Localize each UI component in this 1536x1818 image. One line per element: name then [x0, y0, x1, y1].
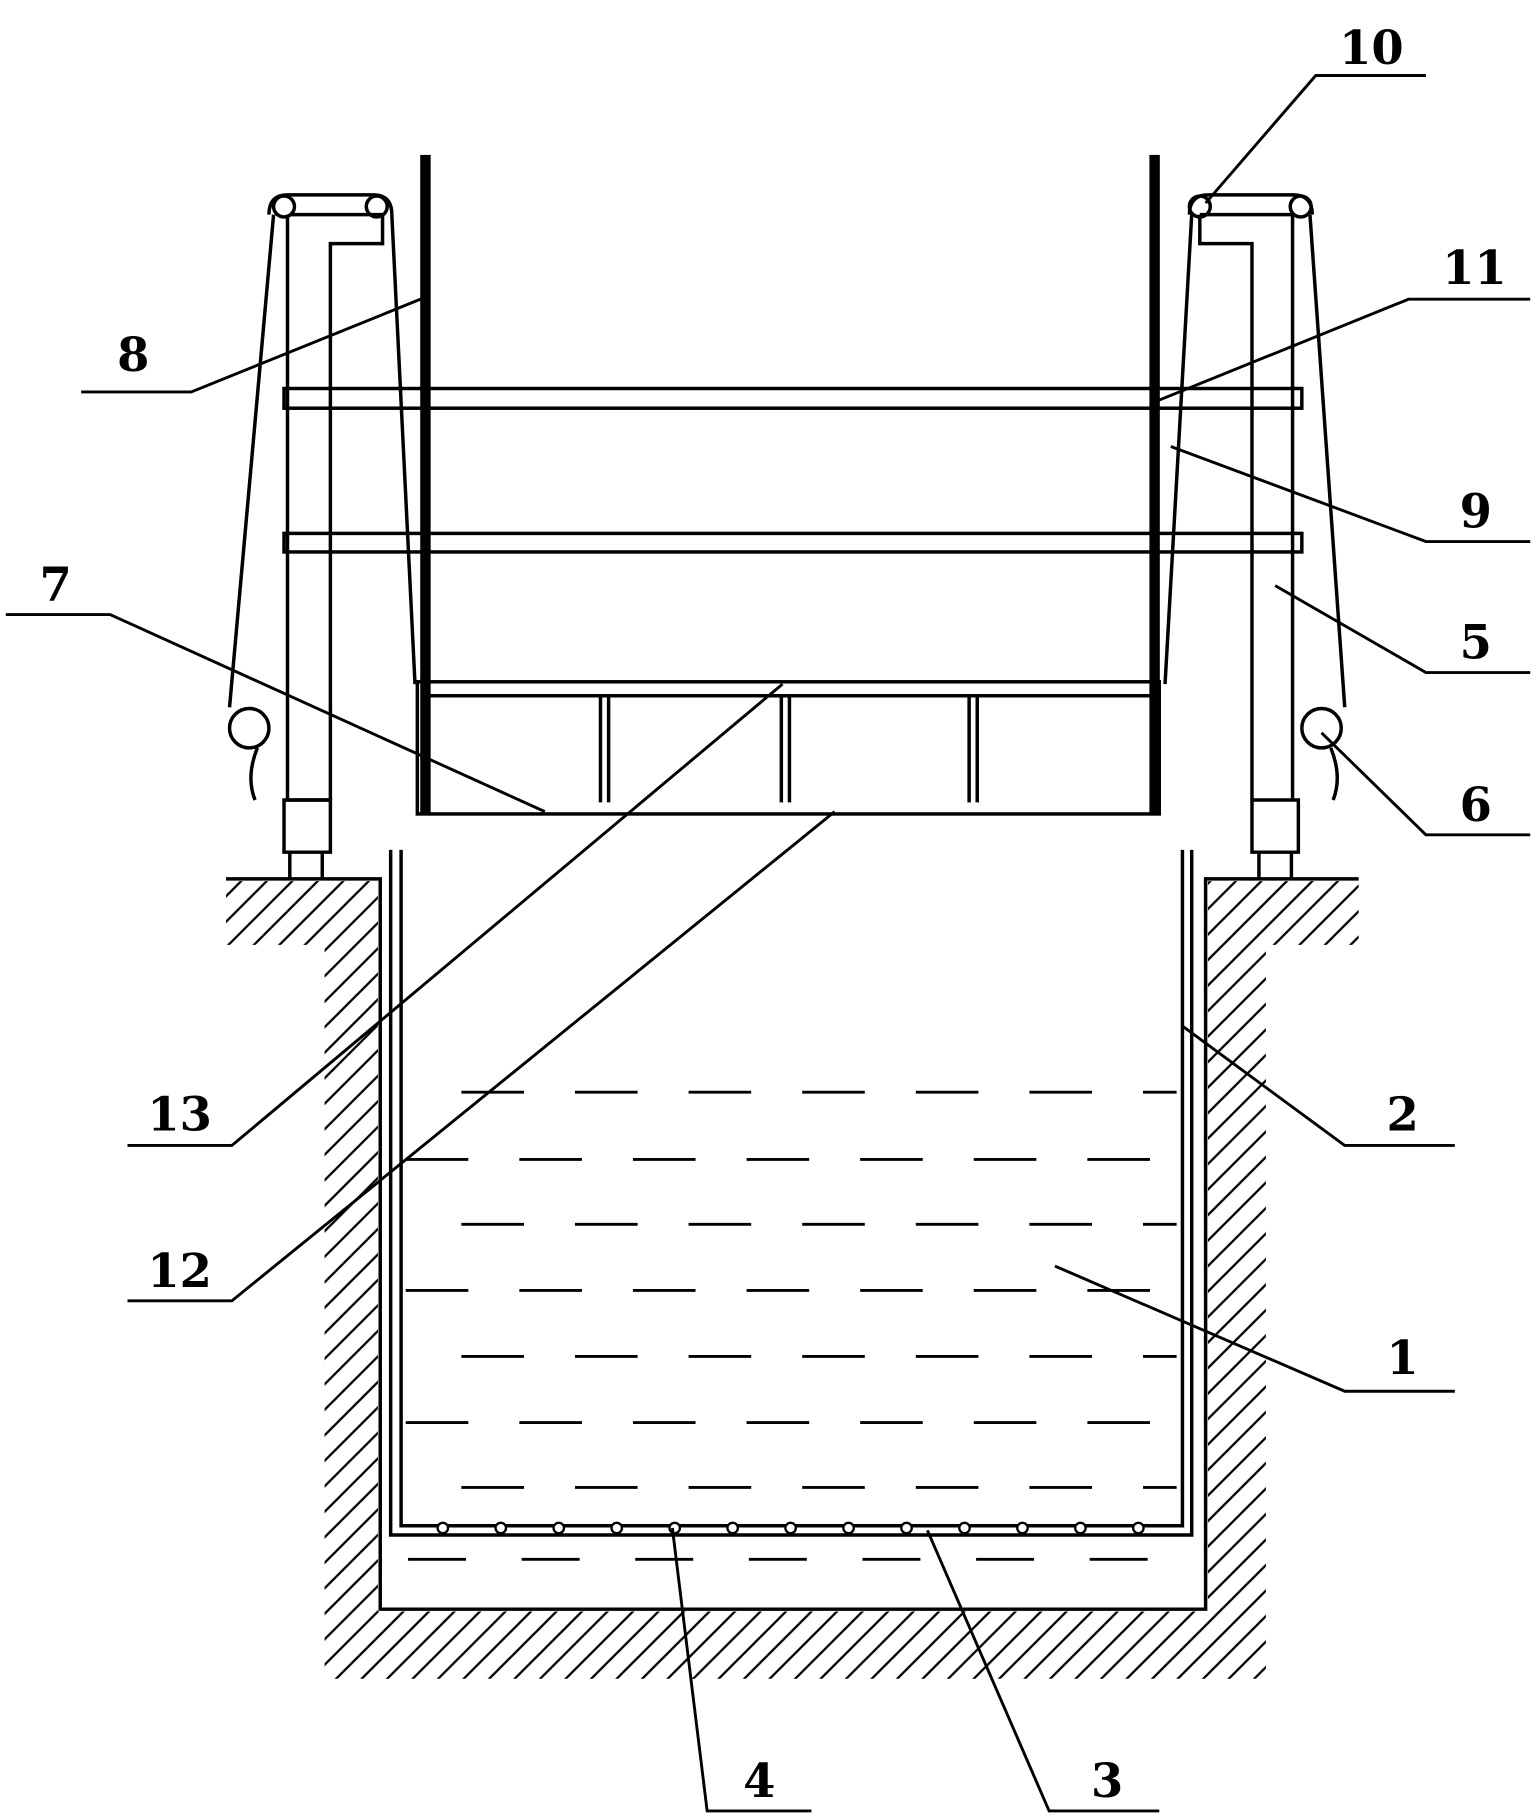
- pipe-hole: [1074, 1521, 1087, 1535]
- frame-left: [227, 193, 417, 879]
- pipe-hole: [784, 1521, 797, 1535]
- label-11: 11: [1442, 240, 1507, 295]
- label-12: 12: [147, 1243, 212, 1298]
- label-4: 4: [743, 1753, 775, 1808]
- liquid-dashes: [405, 1090, 1177, 1561]
- pipe-hole: [552, 1521, 566, 1535]
- pipe-hole: [1132, 1521, 1145, 1535]
- pipe-hole: [1016, 1521, 1029, 1535]
- pipe-hole: [436, 1521, 450, 1535]
- label-13: 13: [147, 1086, 212, 1141]
- pipe-hole: [958, 1521, 971, 1535]
- label-2: 2: [1387, 1086, 1419, 1141]
- pipe-hole: [494, 1521, 508, 1535]
- part-labels: 10 11 8 9 5 6 7 13 12 2 1 4 3: [40, 20, 1507, 1808]
- pipe-hole: [726, 1521, 740, 1535]
- label-8: 8: [117, 327, 149, 382]
- label-6: 6: [1460, 777, 1492, 832]
- pipe-hole: [900, 1521, 913, 1535]
- label-9: 9: [1460, 484, 1492, 539]
- label-7: 7: [40, 557, 72, 612]
- pipe-hole: [842, 1521, 855, 1535]
- guide-rods: [420, 154, 1160, 814]
- frame-right: [1163, 193, 1347, 879]
- basket: [415, 680, 1161, 816]
- pipe-hole: [610, 1521, 624, 1535]
- label-10: 10: [1339, 20, 1404, 75]
- aeration-pipe: [436, 1521, 1145, 1535]
- tank-liner: [388, 849, 1194, 1537]
- leader-lines: [5, 74, 1531, 1813]
- label-5: 5: [1460, 615, 1492, 670]
- pipe-hole: [668, 1521, 682, 1535]
- cross-beams: [282, 386, 1304, 554]
- label-1: 1: [1387, 1330, 1419, 1385]
- ground-pit: [226, 877, 1359, 1679]
- label-3: 3: [1091, 1753, 1123, 1808]
